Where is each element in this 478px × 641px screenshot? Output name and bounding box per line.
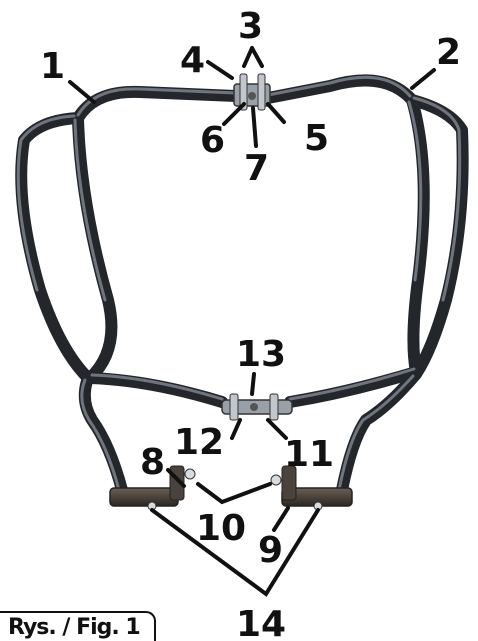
- top-clamp: [234, 74, 270, 110]
- tube-frame: [18, 77, 462, 490]
- bottom-clamp: [222, 394, 292, 420]
- left-lower-leg: [85, 378, 122, 490]
- callout-11: 11: [284, 434, 334, 475]
- callout-1: 1: [40, 46, 65, 87]
- left-inner-tube: [78, 118, 111, 378]
- callout-4: 4: [180, 40, 205, 81]
- callout-7: 7: [244, 148, 269, 189]
- figure-label: Rys. / Fig. 1: [8, 615, 140, 640]
- callout-9: 9: [258, 530, 283, 571]
- callout-13: 13: [236, 334, 286, 375]
- callout-8: 8: [140, 442, 165, 483]
- callout-5: 5: [304, 118, 329, 159]
- callout-12: 12: [174, 422, 224, 463]
- callout-3: 3: [238, 6, 263, 47]
- leader-lines: [70, 48, 434, 594]
- callout-10: 10: [196, 508, 246, 549]
- callout-6: 6: [200, 120, 225, 161]
- callout-14: 14: [236, 604, 286, 641]
- figure-label-box: Rys. / Fig. 1: [0, 611, 156, 641]
- callout-2: 2: [436, 32, 461, 73]
